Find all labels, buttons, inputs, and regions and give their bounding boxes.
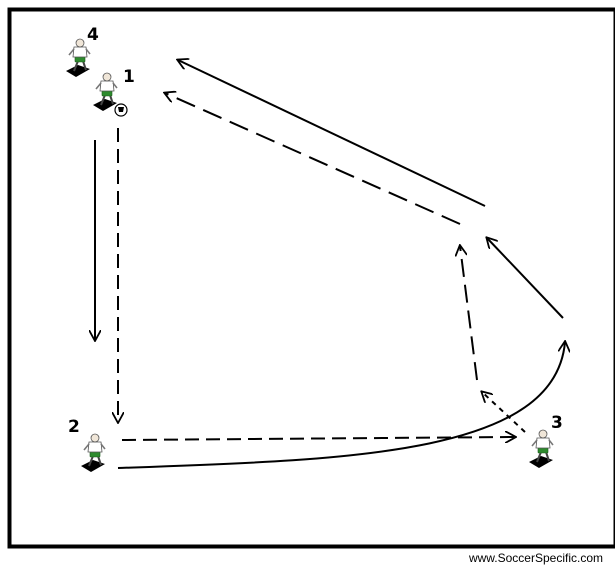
pass-arrow-up [460, 246, 478, 381]
pass-arrow-2-to-3 [121, 437, 515, 440]
run-arrow-back-to-start [178, 60, 486, 207]
player-number-3: 3 [551, 413, 563, 433]
curved-run-arrow-2 [117, 342, 565, 469]
soccer-ball-icon [114, 103, 128, 117]
player-number-2: 2 [68, 417, 80, 437]
player-2: 2 [68, 417, 106, 473]
player-3: 3 [528, 413, 563, 469]
player-1: 1 [92, 67, 135, 112]
pass-arrow-back-to-start [165, 93, 461, 225]
field-border [7, 7, 615, 549]
player-number-4: 4 [87, 25, 99, 45]
site-credit: www.SoccerSpecific.com [468, 551, 603, 565]
player-4: 4 [65, 25, 99, 78]
player-number-1: 1 [123, 67, 135, 87]
run-arrow-diagonal [487, 238, 564, 319]
